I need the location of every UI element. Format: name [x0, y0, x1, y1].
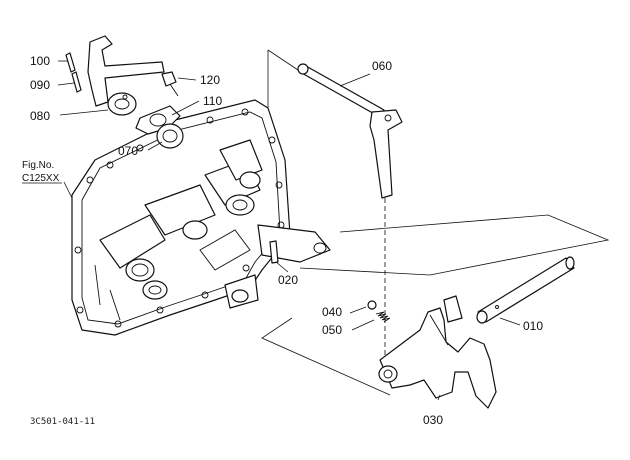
part-040-ball: [367, 300, 377, 310]
callout-030: 030: [423, 413, 443, 427]
callout-100: 100: [30, 54, 50, 68]
part-060-shift-lever: [297, 63, 403, 360]
figure-reference: Fig.No. C125XX: [22, 160, 62, 184]
part-030-shift-fork: [378, 295, 497, 409]
part-120-bolt: [161, 71, 179, 97]
callout-110: 110: [203, 94, 222, 108]
part-080-arm: [87, 35, 165, 116]
figure-reference-label: Fig.No.: [22, 160, 54, 171]
part-090-pin: [57, 71, 82, 93]
part-100-pin: [58, 52, 76, 73]
callout-070: 070: [118, 144, 138, 158]
figure-reference-number: C125XX: [22, 173, 60, 184]
callout-020: 020: [278, 273, 298, 287]
leader-lines: [59, 73, 521, 401]
callout-060: 060: [372, 59, 392, 73]
callout-120: 120: [200, 73, 220, 87]
transmission-housing: [71, 99, 331, 336]
part-070-oil-seal: [156, 123, 184, 149]
part-010-fork-rod: [476, 256, 575, 324]
callout-050: 050: [322, 323, 342, 337]
part-020-pin: [269, 240, 289, 273]
callout-090: 090: [30, 78, 50, 92]
callout-010: 010: [523, 319, 543, 333]
part-050-spring: [375, 311, 391, 323]
callout-080: 080: [30, 109, 50, 123]
drawing-code: 3C501-041-11: [30, 417, 95, 427]
callout-040: 040: [322, 305, 342, 319]
